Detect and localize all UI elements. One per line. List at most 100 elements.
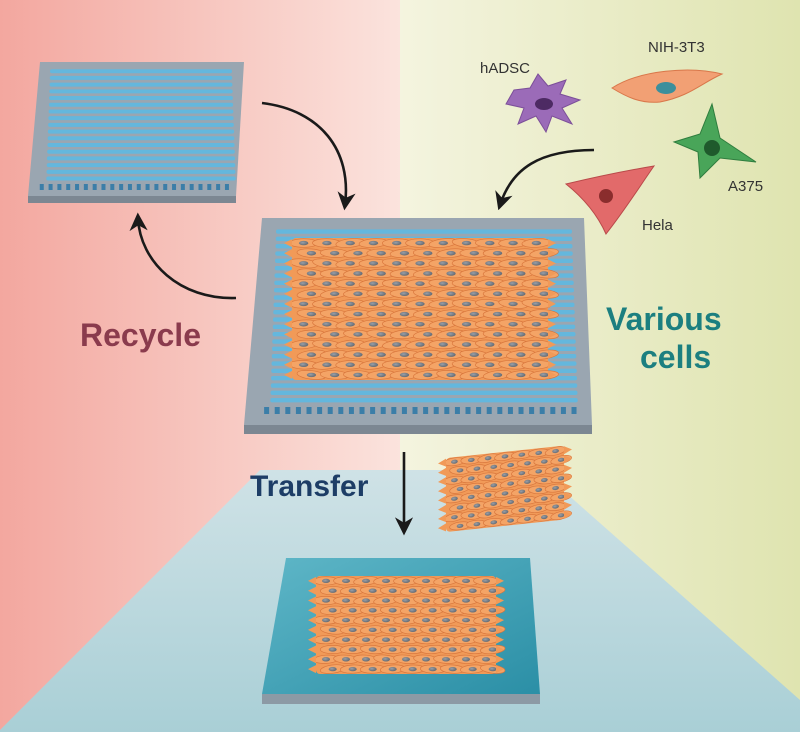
cell-protrusion: [438, 467, 446, 476]
cell-nucleus: [428, 647, 437, 652]
cell-nucleus: [428, 588, 437, 593]
groove-tooth: [550, 407, 556, 414]
cell-protrusion: [548, 259, 556, 268]
cell-nucleus: [322, 321, 332, 327]
cell-protrusion: [284, 370, 292, 379]
cell-nucleus: [348, 647, 357, 652]
cell-nucleus: [422, 598, 430, 603]
cell-nucleus: [557, 457, 565, 462]
cell-protrusion: [284, 239, 292, 248]
groove-tooth: [224, 184, 229, 190]
cell-nucleus: [328, 627, 337, 633]
cell-nucleus: [392, 301, 402, 307]
cell-nucleus: [322, 342, 332, 347]
cell-protrusion: [308, 645, 316, 654]
cell-nucleus: [484, 456, 492, 461]
cell-protrusion: [548, 269, 556, 278]
cell-nucleus: [501, 509, 509, 514]
cell-nucleus: [322, 362, 332, 368]
groove-tooth: [306, 407, 312, 414]
cell-nucleus: [322, 240, 332, 246]
cell-nucleus: [462, 617, 470, 623]
groove-tooth: [476, 407, 482, 414]
cell-protrusion: [548, 330, 556, 339]
cell-protrusion: [548, 360, 556, 369]
cell-nucleus: [306, 291, 317, 297]
cell-nucleus: [540, 514, 548, 520]
cell-nucleus: [353, 372, 363, 378]
cell-nucleus: [408, 666, 417, 672]
cell-nucleus: [402, 598, 410, 603]
cell-protrusion: [548, 249, 556, 258]
cell-nucleus: [368, 301, 379, 307]
cell-nucleus: [322, 301, 332, 307]
cell-nucleus: [508, 362, 518, 368]
various-cells-label-line2: cells: [640, 339, 711, 375]
recycled-substrate: [28, 62, 244, 203]
cell-nucleus: [446, 352, 456, 357]
cell-nucleus: [330, 271, 340, 276]
cell-nucleus: [442, 657, 450, 662]
cell-nucleus: [442, 637, 450, 642]
cell-protrusion: [438, 514, 446, 523]
cell-nucleus: [402, 617, 410, 623]
cell-nucleus: [508, 281, 518, 286]
cell-nucleus: [516, 352, 526, 357]
cell-nucleus: [362, 657, 370, 662]
cell-nucleus: [298, 281, 309, 286]
cell-nucleus: [382, 598, 390, 603]
cell-nucleus: [524, 516, 531, 521]
groove-tooth: [507, 407, 513, 414]
cell-nucleus: [362, 617, 370, 623]
cell-nucleus: [408, 627, 417, 633]
cell-nucleus: [342, 657, 350, 662]
cell-nucleus: [535, 469, 543, 474]
cell-nucleus: [415, 342, 425, 347]
groove-tooth: [110, 184, 115, 190]
cell-nucleus: [482, 637, 490, 642]
cell-nucleus: [438, 261, 448, 266]
cell-nucleus: [492, 291, 503, 297]
cell-nucleus: [468, 647, 477, 652]
cell-nucleus: [516, 271, 526, 276]
cell-nucleus: [540, 477, 548, 483]
cell-nucleus: [535, 506, 543, 511]
groove-tooth: [136, 184, 141, 190]
cell-nucleus: [451, 478, 458, 483]
cell-nucleus: [382, 617, 390, 623]
cell-nucleus: [388, 647, 397, 652]
cell-nucleus: [524, 479, 531, 484]
cell-nucleus: [518, 452, 526, 457]
cell-protrusion: [308, 586, 316, 595]
cell-nucleus: [423, 271, 433, 276]
cell-nucleus: [490, 483, 498, 488]
cell-nucleus: [467, 476, 475, 481]
cell-nucleus: [298, 240, 309, 246]
cell-nucleus: [342, 637, 350, 642]
cell-nucleus: [392, 240, 402, 246]
groove-tooth: [412, 407, 418, 414]
groove-tooth: [163, 184, 168, 190]
cell-nucleus: [368, 261, 379, 266]
cell-nucleus: [492, 352, 503, 357]
main-substrate: [244, 218, 592, 434]
cell-nucleus: [345, 362, 355, 368]
groove-tooth: [295, 407, 301, 414]
cell-nucleus: [368, 608, 377, 613]
cell-protrusion: [564, 492, 572, 501]
cell-nucleus: [306, 311, 317, 317]
groove-tooth: [317, 407, 323, 414]
cell-nucleus: [446, 250, 456, 256]
groove-tooth: [497, 407, 503, 414]
cell-nucleus: [516, 372, 526, 378]
cell-nucleus: [446, 332, 456, 337]
cell-nucleus: [461, 301, 472, 307]
cell-nucleus: [492, 311, 503, 317]
groove: [46, 156, 236, 161]
cell-nucleus: [518, 489, 526, 494]
cell-nucleus: [399, 271, 410, 276]
groove-tooth: [127, 184, 132, 190]
cell-nucleus: [468, 588, 477, 593]
cell-nucleus: [473, 522, 481, 527]
cell-nucleus: [353, 352, 363, 357]
